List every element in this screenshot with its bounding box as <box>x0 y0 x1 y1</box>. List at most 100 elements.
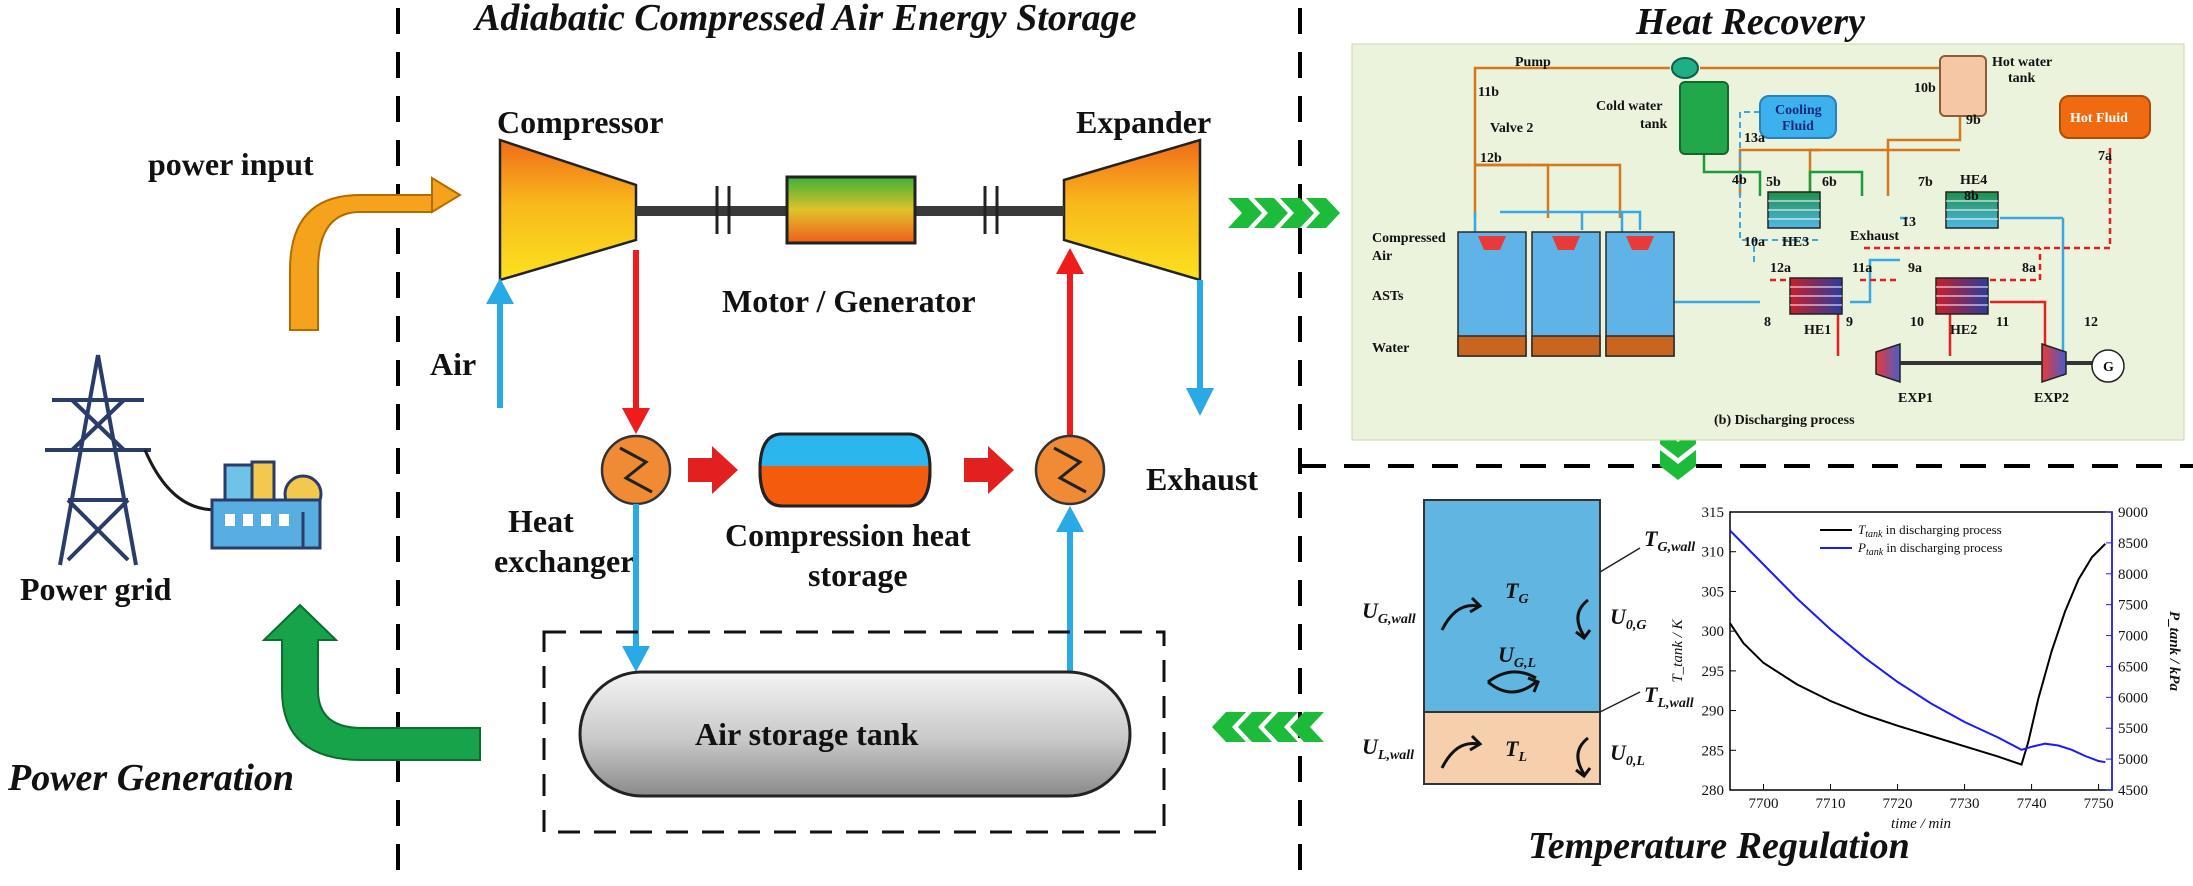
hot-water-tank-label-1: Hot water <box>1992 55 2052 70</box>
chevrons-to-heat-recovery <box>1228 198 1340 228</box>
factory-icon <box>210 460 323 550</box>
air-label: Air <box>430 346 476 382</box>
point-10b: 10b <box>1914 81 1936 96</box>
exp1-label: EXP1 <box>1898 391 1933 406</box>
x-tick-label: 7700 <box>1749 796 1779 812</box>
point-5b: 5b <box>1766 175 1781 190</box>
he1-icon <box>1789 277 1843 315</box>
generator-icon <box>2091 349 2125 383</box>
chevrons-to-acaes <box>1212 712 1324 742</box>
he2-label: HE2 <box>1950 323 1977 338</box>
point-10: 10 <box>1910 315 1924 330</box>
air-storage-tank <box>578 670 1132 798</box>
generator-label: G <box>2103 360 2114 375</box>
point-12a: 12a <box>1770 261 1791 276</box>
ugl-label: UG,L <box>1498 642 1536 671</box>
gas-region <box>1423 499 1601 713</box>
ug-wall-label: UG,wall <box>1362 598 1416 627</box>
tg-wall-label: TG,wall <box>1644 526 1695 555</box>
power-grid-label: Power grid <box>20 571 172 607</box>
y-right-tick-label: 6000 <box>2118 690 2148 706</box>
y-tick-label: 315 <box>1702 505 1725 521</box>
cooling-fluid-label-2: Fluid <box>1782 119 1814 134</box>
exp1-icon <box>1875 342 1901 384</box>
y-right-tick-label: 7500 <box>2118 598 2148 614</box>
he4-icon <box>1945 191 1999 229</box>
pump-icon <box>1671 57 1699 79</box>
orange-pipes <box>1473 66 1962 218</box>
point-7b: 7b <box>1918 175 1933 190</box>
storage-label: storage <box>808 557 908 593</box>
y-tick-label: 285 <box>1702 743 1725 759</box>
he4-label: HE4 <box>1960 173 1987 188</box>
compression-heat-storage-tank <box>758 432 932 508</box>
dashed-blue-pipes <box>1739 111 1820 262</box>
y-right-tick-label: 8500 <box>2118 536 2148 552</box>
y-tick-label: 295 <box>1702 664 1725 680</box>
power-tower-icon <box>45 354 231 566</box>
tl-wall-label: TL,wall <box>1644 682 1694 711</box>
y-axis-label: T_tank / K <box>1670 618 1686 682</box>
tl-label: TL <box>1505 736 1527 765</box>
red-arrow-from-storage <box>964 446 1014 494</box>
compressed-air-label-2: Air <box>1372 249 1392 264</box>
compressor-label: Compressor <box>497 104 664 140</box>
cooling-fluid-box <box>1759 95 1837 139</box>
exhaust-arrow <box>1186 280 1214 416</box>
exp2-label: EXP2 <box>2034 391 2069 406</box>
he2-icon <box>1935 277 1989 315</box>
power-generation-arrow <box>261 603 481 761</box>
point-9: 9 <box>1846 315 1853 330</box>
heat-recovery-schematic: Pump Hot water tank Cold water tank Cool… <box>1351 43 2185 441</box>
point-11a: 11a <box>1852 261 1872 276</box>
x-tick-label: 7710 <box>1816 796 1846 812</box>
asts-label: ASTs <box>1372 289 1404 304</box>
point-11: 11 <box>1996 315 2009 330</box>
point-9a: 9a <box>1908 261 1922 276</box>
heat-exchanger-left <box>600 434 672 506</box>
expander-label: Expander <box>1076 104 1211 140</box>
valve2-label: Valve 2 <box>1490 121 1533 136</box>
series-line-pressure <box>1729 529 2106 764</box>
point-8b: 8b <box>1964 189 1979 204</box>
point-4b: 4b <box>1732 173 1747 188</box>
y-right-tick-label: 8000 <box>2118 567 2148 583</box>
y-right-tick-label: 4500 <box>2118 783 2148 799</box>
point-8: 8 <box>1764 315 1771 330</box>
compressor <box>498 138 638 282</box>
y-right-tick-label: 5000 <box>2118 752 2148 768</box>
x-tick-label: 7730 <box>1950 796 1980 812</box>
exp2-icon <box>2041 342 2067 384</box>
heading-acaes: Adiabatic Compressed Air Energy Storage <box>473 0 1137 39</box>
cool-air-to-tank <box>622 504 650 672</box>
y-tick-label: 310 <box>1702 545 1725 561</box>
legend-entry: Ttank in discharging process <box>1858 522 2002 540</box>
asts <box>1457 231 1675 357</box>
point-10a: 10a <box>1744 235 1765 250</box>
x-tick-label: 7740 <box>2017 796 2047 812</box>
he1-label: HE1 <box>1804 323 1831 338</box>
y-tick-label: 305 <box>1702 584 1725 600</box>
heading-heat-recovery: Heat Recovery <box>1635 1 1865 43</box>
series-line-temperature <box>1729 543 2107 766</box>
power-input-arrow <box>289 176 462 331</box>
water-label: Water <box>1372 341 1409 356</box>
y-right-tick-label: 7000 <box>2118 629 2148 645</box>
hot-water-tank-label-2: tank <box>2008 71 2035 86</box>
liquid-region <box>1423 711 1601 785</box>
hot-water-tank <box>1939 55 1987 117</box>
heading-temperature-regulation: Temperature Regulation <box>1528 825 1910 867</box>
schematic-caption: (b) Discharging process <box>1714 413 1855 428</box>
he3-icon <box>1767 191 1821 229</box>
y-right-tick-label: 6500 <box>2118 659 2148 675</box>
power-input-label: power input <box>148 146 314 182</box>
cold-water-tank-label-1: Cold water <box>1596 99 1663 114</box>
point-8a: 8a <box>2022 261 2036 276</box>
hot-fluid-box <box>2059 95 2151 139</box>
exhaust-schematic-label: Exhaust <box>1850 229 1899 244</box>
point-13: 13 <box>1902 215 1916 230</box>
y-tick-label: 290 <box>1702 704 1725 720</box>
he3-label: HE3 <box>1782 235 1809 250</box>
ul-wall-label: UL,wall <box>1362 734 1414 763</box>
